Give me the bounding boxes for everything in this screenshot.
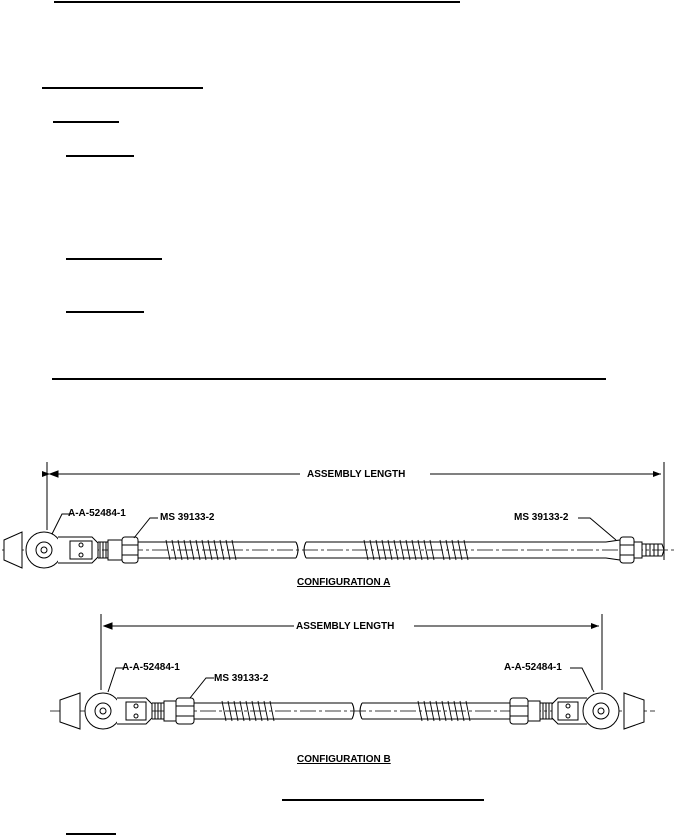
config-a-caption: CONFIGURATION A [297,577,391,588]
heading-rule-1 [54,1,460,3]
assembly-length-label-b: ASSEMBLY LENGTH [296,621,395,632]
configuration-a-drawing [2,462,677,569]
config-b-caption: CONFIGURATION B [297,754,391,765]
heading-rule-8 [282,799,484,801]
configuration-b-drawing [50,614,655,730]
config-a-mid-part-label: MS 39133-2 [160,512,215,523]
heading-rule-7 [52,378,606,380]
heading-rule-2 [42,87,203,89]
config-a-right-part-label: MS 39133-2 [514,512,569,523]
heading-rule-4 [66,155,134,157]
config-b-right-part-label: A-A-52484-1 [504,662,562,673]
heading-rule-5 [66,258,162,260]
config-a-left-part-label: A-A-52484-1 [68,508,126,519]
config-b-left-part-label: A-A-52484-1 [122,662,180,673]
heading-rule-6 [66,311,144,313]
assembly-length-label-a: ASSEMBLY LENGTH [307,469,406,480]
config-b-mid-part-label: MS 39133-2 [214,673,269,684]
heading-rule-9 [66,833,116,835]
heading-rule-3 [53,121,119,123]
